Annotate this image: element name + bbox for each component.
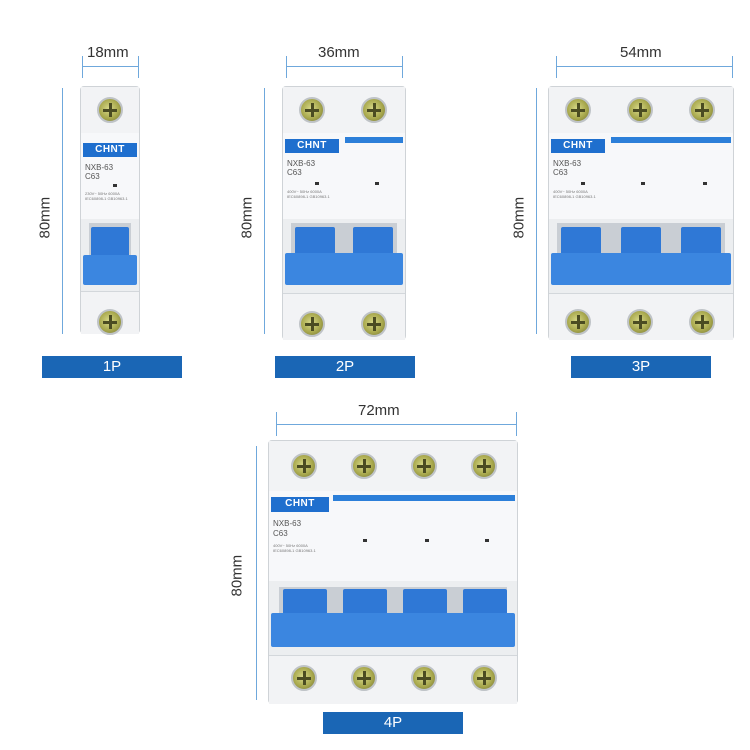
brand-logo: CHNT	[551, 139, 605, 153]
rating-label: C63	[553, 168, 568, 177]
toggle-bar	[285, 253, 403, 285]
pole-label-2p: 2P	[275, 356, 415, 378]
screw-terminal-icon	[291, 453, 317, 479]
height-label: 80mm	[36, 196, 54, 239]
height-label: 80mm	[510, 196, 528, 239]
screw-terminal-icon	[565, 309, 591, 335]
pole-label-1p: 1P	[42, 356, 182, 378]
brand-logo: CHNT	[285, 139, 339, 153]
pole-label-4p: 4P	[323, 712, 463, 734]
width-label: 54mm	[620, 44, 662, 61]
width-label: 18mm	[87, 44, 129, 61]
height-dimension-line	[264, 88, 265, 334]
screw-terminal-icon	[291, 665, 317, 691]
brand-logo: CHNT	[271, 497, 329, 512]
model-label: NXB-63	[287, 159, 316, 168]
screw-terminal-icon	[627, 97, 653, 123]
screw-terminal-icon	[689, 97, 715, 123]
height-label: 80mm	[238, 196, 256, 239]
height-dimension-line	[256, 446, 257, 700]
toggle-bar	[83, 255, 137, 285]
screw-terminal-icon	[471, 453, 497, 479]
width-label: 36mm	[318, 44, 360, 61]
screw-terminal-icon	[411, 453, 437, 479]
screw-terminal-icon	[97, 97, 123, 123]
screw-terminal-icon	[351, 665, 377, 691]
screw-terminal-icon	[471, 665, 497, 691]
screw-terminal-icon	[351, 453, 377, 479]
dim-tick-left	[82, 56, 83, 78]
screw-terminal-icon	[565, 97, 591, 123]
model-label: NXB-63	[553, 159, 582, 168]
dim-tick-right	[138, 56, 139, 78]
screw-terminal-icon	[299, 97, 325, 123]
screw-terminal-icon	[689, 309, 715, 335]
screw-terminal-icon	[361, 311, 387, 337]
height-dimension-line	[62, 88, 63, 334]
width-dimension-line	[82, 66, 139, 67]
screw-terminal-icon	[299, 311, 325, 337]
height-dimension-line	[536, 88, 537, 334]
brand-logo: CHNT	[83, 143, 137, 157]
width-dimension-line	[276, 424, 517, 425]
rating-label: C63	[287, 168, 302, 177]
toggle-bar	[551, 253, 731, 285]
model-label: NXB-63	[85, 163, 114, 172]
screw-terminal-icon	[361, 97, 387, 123]
screw-terminal-icon	[627, 309, 653, 335]
width-label: 72mm	[358, 402, 400, 419]
height-label: 80mm	[228, 554, 246, 597]
width-dimension-line	[556, 66, 733, 67]
rating-label: C63	[85, 172, 100, 181]
rating-label: C63	[273, 529, 288, 538]
pole-label-3p: 3P	[571, 356, 711, 378]
model-label: NXB-63	[273, 519, 302, 528]
screw-terminal-icon	[97, 309, 123, 335]
screw-terminal-icon	[411, 665, 437, 691]
width-dimension-line	[286, 66, 403, 67]
toggle-bar	[271, 613, 515, 647]
